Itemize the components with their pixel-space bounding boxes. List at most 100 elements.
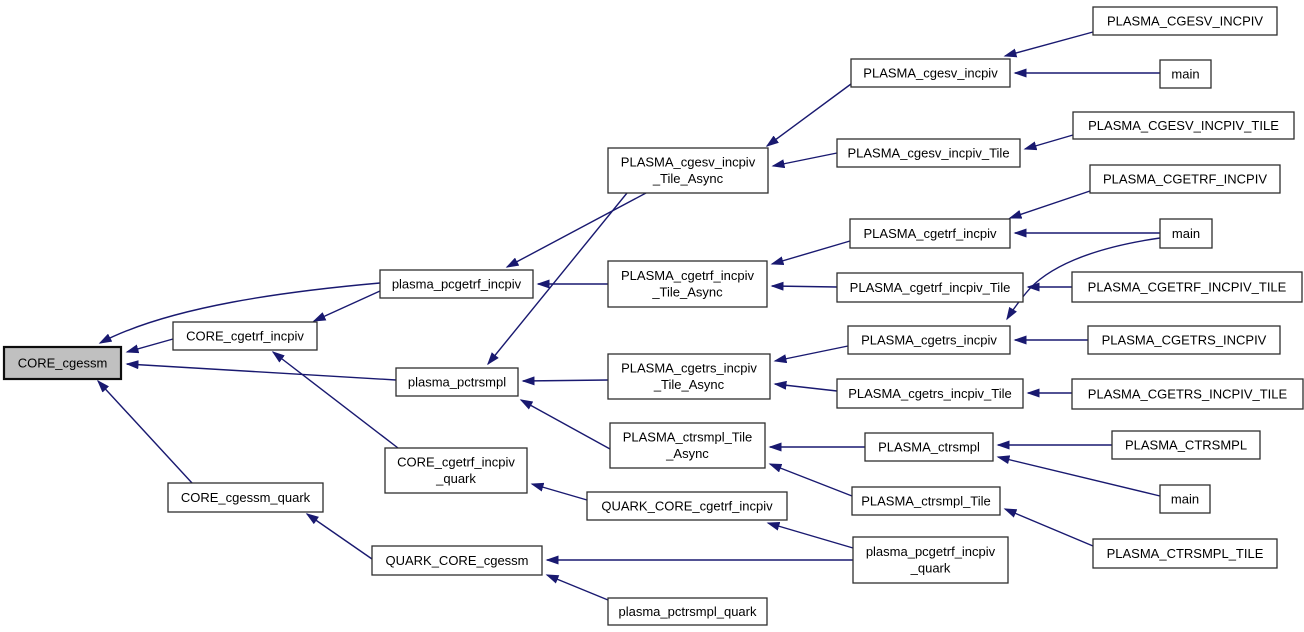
edge-plasma_cgetrs_incpiv-to-plasma_cgetrs_incpiv_tile_async bbox=[773, 345, 849, 364]
node-label-plasma_cgetrf_incpiv_tile_async: PLASMA_cgetrf_incpiv_Tile_Async bbox=[621, 268, 754, 300]
node-box-plasma_cgesv_incpiv[interactable] bbox=[850, 58, 1011, 88]
node-box-plasma_cgetrf_incpiv[interactable] bbox=[849, 218, 1011, 249]
node-label-caps_cgesv_incpiv_tile: PLASMA_CGESV_INCPIV_TILE bbox=[1088, 118, 1279, 133]
node-plasma_cgesv_incpiv_tile_async[interactable]: PLASMA_cgesv_incpiv_Tile_Async bbox=[607, 147, 769, 194]
edge-plasma_pctrsmpl-to-core_cgessm bbox=[125, 360, 397, 381]
edge-plasma_cgetrf_incpiv_tile-to-plasma_cgetrf_incpiv_tile_async bbox=[770, 281, 838, 291]
node-caps_cgetrf_incpiv_tile[interactable]: PLASMA_CGETRF_INCPIV_TILE bbox=[1071, 271, 1303, 303]
edge-main_bot-to-plasma_ctrsmpl bbox=[996, 455, 1161, 497]
node-box-core_cgetrf_incpiv[interactable] bbox=[172, 321, 318, 351]
node-box-caps_cgetrs_incpiv_tile[interactable] bbox=[1071, 378, 1304, 410]
node-box-caps_cgesv_incpiv_tile[interactable] bbox=[1072, 111, 1295, 140]
node-box-caps_ctrsmpl_tile[interactable] bbox=[1092, 538, 1278, 569]
node-label-plasma_ctrsmpl: PLASMA_ctrsmpl bbox=[878, 440, 980, 455]
node-label-caps_cgetrs_incpiv: PLASMA_CGETRS_INCPIV bbox=[1102, 333, 1267, 348]
node-plasma_ctrsmpl_tile_async[interactable]: PLASMA_ctrsmpl_Tile_Async bbox=[609, 422, 766, 469]
node-box-plasma_pcgetrf_incpiv[interactable] bbox=[379, 269, 534, 299]
node-box-core_cgetrf_incpiv_quark[interactable] bbox=[384, 447, 528, 494]
node-box-main_bot[interactable] bbox=[1159, 484, 1211, 514]
node-label-plasma_cgetrf_incpiv_tile: PLASMA_cgetrf_incpiv_Tile bbox=[850, 280, 1011, 295]
node-caps_cgetrs_incpiv_tile[interactable]: PLASMA_CGETRS_INCPIV_TILE bbox=[1071, 378, 1304, 410]
edge-plasma_ctrsmpl_tile_async-to-plasma_pctrsmpl bbox=[519, 399, 611, 450]
node-plasma_pcgetrf_incpiv[interactable]: plasma_pcgetrf_incpiv bbox=[379, 269, 534, 299]
node-plasma_cgetrf_incpiv_tile_async[interactable]: PLASMA_cgetrf_incpiv_Tile_Async bbox=[607, 260, 768, 308]
node-box-plasma_ctrsmpl_tile[interactable] bbox=[851, 486, 1001, 516]
node-box-main_mid[interactable] bbox=[1159, 218, 1213, 249]
edge-caps_cgesv_incpiv-to-plasma_cgesv_incpiv bbox=[1003, 31, 1094, 58]
node-plasma_pcgetrf_incpiv_quark[interactable]: plasma_pcgetrf_incpiv_quark bbox=[852, 536, 1009, 584]
node-box-plasma_cgetrs_incpiv_tile_async[interactable] bbox=[607, 353, 771, 400]
node-main_top[interactable]: main bbox=[1159, 59, 1212, 89]
node-caps_cgetrf_incpiv[interactable]: PLASMA_CGETRF_INCPIV bbox=[1089, 164, 1281, 194]
node-box-plasma_pctrsmpl_quark[interactable] bbox=[607, 597, 768, 626]
node-box-plasma_pcgetrf_incpiv_quark[interactable] bbox=[852, 536, 1009, 584]
node-plasma_pctrsmpl_quark[interactable]: plasma_pctrsmpl_quark bbox=[607, 597, 768, 626]
node-label-caps_cgetrf_incpiv: PLASMA_CGETRF_INCPIV bbox=[1103, 172, 1267, 187]
node-plasma_cgetrs_incpiv[interactable]: PLASMA_cgetrs_incpiv bbox=[847, 325, 1011, 355]
node-plasma_cgetrf_incpiv[interactable]: PLASMA_cgetrf_incpiv bbox=[849, 218, 1011, 249]
node-caps_cgetrs_incpiv[interactable]: PLASMA_CGETRS_INCPIV bbox=[1087, 325, 1281, 355]
node-caps_ctrsmpl[interactable]: PLASMA_CTRSMPL bbox=[1111, 430, 1261, 460]
node-caps_ctrsmpl_tile[interactable]: PLASMA_CTRSMPL_TILE bbox=[1092, 538, 1278, 569]
node-plasma_cgetrf_incpiv_tile[interactable]: PLASMA_cgetrf_incpiv_Tile bbox=[836, 272, 1024, 303]
node-label-quark_core_cgetrf_incpiv: QUARK_CORE_cgetrf_incpiv bbox=[601, 499, 773, 514]
node-plasma_cgesv_incpiv_tile[interactable]: PLASMA_cgesv_incpiv_Tile bbox=[836, 138, 1021, 168]
node-box-caps_ctrsmpl[interactable] bbox=[1111, 430, 1261, 460]
node-box-plasma_cgesv_incpiv_tile_async[interactable] bbox=[607, 147, 769, 194]
edge-caps_cgesv_incpiv_tile-to-plasma_cgesv_incpiv_tile bbox=[1023, 134, 1074, 151]
node-label-plasma_cgetrs_incpiv_tile: PLASMA_cgetrs_incpiv_Tile bbox=[848, 386, 1012, 401]
node-box-caps_cgesv_incpiv[interactable] bbox=[1092, 6, 1278, 36]
edge-plasma_cgesv_incpiv_tile_async-to-plasma_pctrsmpl bbox=[487, 192, 628, 366]
node-plasma_ctrsmpl_tile[interactable]: PLASMA_ctrsmpl_Tile bbox=[851, 486, 1001, 516]
node-box-caps_cgetrf_incpiv_tile[interactable] bbox=[1071, 271, 1303, 303]
node-core_cgetrf_incpiv[interactable]: CORE_cgetrf_incpiv bbox=[172, 321, 318, 351]
node-box-quark_core_cgessm[interactable] bbox=[371, 545, 543, 576]
edge-caps_ctrsmpl_tile-to-plasma_ctrsmpl_tile bbox=[1003, 508, 1094, 547]
node-box-plasma_cgetrs_incpiv_tile[interactable] bbox=[836, 378, 1024, 409]
node-box-plasma_ctrsmpl_tile_async[interactable] bbox=[609, 422, 766, 469]
node-core_cgessm_quark[interactable]: CORE_cgessm_quark bbox=[167, 482, 324, 513]
node-box-plasma_cgetrf_incpiv_tile_async[interactable] bbox=[607, 260, 768, 308]
node-box-plasma_pctrsmpl[interactable] bbox=[395, 367, 519, 397]
node-label-plasma_ctrsmpl_tile_async: PLASMA_ctrsmpl_Tile_Async bbox=[623, 430, 753, 462]
node-plasma_cgesv_incpiv[interactable]: PLASMA_cgesv_incpiv bbox=[850, 58, 1011, 88]
edge-plasma_cgetrs_incpiv_tile-to-plasma_cgetrs_incpiv_tile_async bbox=[773, 380, 838, 392]
node-main_mid[interactable]: main bbox=[1159, 218, 1213, 249]
edge-plasma_cgesv_incpiv_tile_async-to-plasma_pcgetrf_incpiv bbox=[505, 192, 647, 268]
node-box-core_cgessm bbox=[2, 345, 123, 381]
node-plasma_ctrsmpl[interactable]: PLASMA_ctrsmpl bbox=[864, 432, 994, 462]
node-plasma_pctrsmpl[interactable]: plasma_pctrsmpl bbox=[395, 367, 519, 397]
edge-caps_cgetrf_incpiv-to-plasma_cgetrf_incpiv bbox=[1008, 190, 1091, 219]
node-caps_cgesv_incpiv_tile[interactable]: PLASMA_CGESV_INCPIV_TILE bbox=[1072, 111, 1295, 140]
edge-core_cgetrf_incpiv-to-core_cgessm bbox=[125, 338, 174, 354]
node-box-plasma_cgetrs_incpiv[interactable] bbox=[847, 325, 1011, 355]
node-box-plasma_ctrsmpl[interactable] bbox=[864, 432, 994, 462]
node-label-caps_cgesv_incpiv: PLASMA_CGESV_INCPIV bbox=[1107, 14, 1263, 29]
node-box-core_cgessm_quark[interactable] bbox=[167, 482, 324, 513]
node-plasma_cgetrs_incpiv_tile_async[interactable]: PLASMA_cgetrs_incpiv_Tile_Async bbox=[607, 353, 771, 400]
edge-core_cgessm_quark-to-core_cgessm bbox=[96, 379, 193, 484]
node-box-caps_cgetrs_incpiv[interactable] bbox=[1087, 325, 1281, 355]
node-box-quark_core_cgetrf_incpiv[interactable] bbox=[586, 491, 788, 521]
node-label-quark_core_cgessm: QUARK_CORE_cgessm bbox=[385, 553, 528, 568]
node-label-plasma_cgetrf_incpiv: PLASMA_cgetrf_incpiv bbox=[864, 226, 997, 241]
node-core_cgetrf_incpiv_quark[interactable]: CORE_cgetrf_incpiv_quark bbox=[384, 447, 528, 494]
node-label-plasma_pctrsmpl_quark: plasma_pctrsmpl_quark bbox=[618, 604, 757, 619]
node-box-main_top[interactable] bbox=[1159, 59, 1212, 89]
node-label-main_mid: main bbox=[1172, 226, 1200, 241]
edge-core_cgetrf_incpiv_quark-to-core_cgetrf_incpiv bbox=[271, 351, 399, 449]
node-label-core_cgetrf_incpiv_quark: CORE_cgetrf_incpiv_quark bbox=[397, 455, 515, 487]
node-box-plasma_cgesv_incpiv_tile[interactable] bbox=[836, 138, 1021, 168]
node-label-plasma_ctrsmpl_tile: PLASMA_ctrsmpl_Tile bbox=[861, 494, 991, 509]
node-label-core_cgetrf_incpiv: CORE_cgetrf_incpiv bbox=[186, 329, 304, 344]
edge-plasma_cgetrs_incpiv_tile_async-to-plasma_pctrsmpl bbox=[521, 376, 609, 386]
node-quark_core_cgessm[interactable]: QUARK_CORE_cgessm bbox=[371, 545, 543, 576]
node-box-plasma_cgetrf_incpiv_tile[interactable] bbox=[836, 272, 1024, 303]
node-caps_cgesv_incpiv[interactable]: PLASMA_CGESV_INCPIV bbox=[1092, 6, 1278, 36]
node-box-caps_cgetrf_incpiv[interactable] bbox=[1089, 164, 1281, 194]
node-main_bot[interactable]: main bbox=[1159, 484, 1211, 514]
node-quark_core_cgetrf_incpiv[interactable]: QUARK_CORE_cgetrf_incpiv bbox=[586, 491, 788, 521]
node-plasma_cgetrs_incpiv_tile[interactable]: PLASMA_cgetrs_incpiv_Tile bbox=[836, 378, 1024, 409]
